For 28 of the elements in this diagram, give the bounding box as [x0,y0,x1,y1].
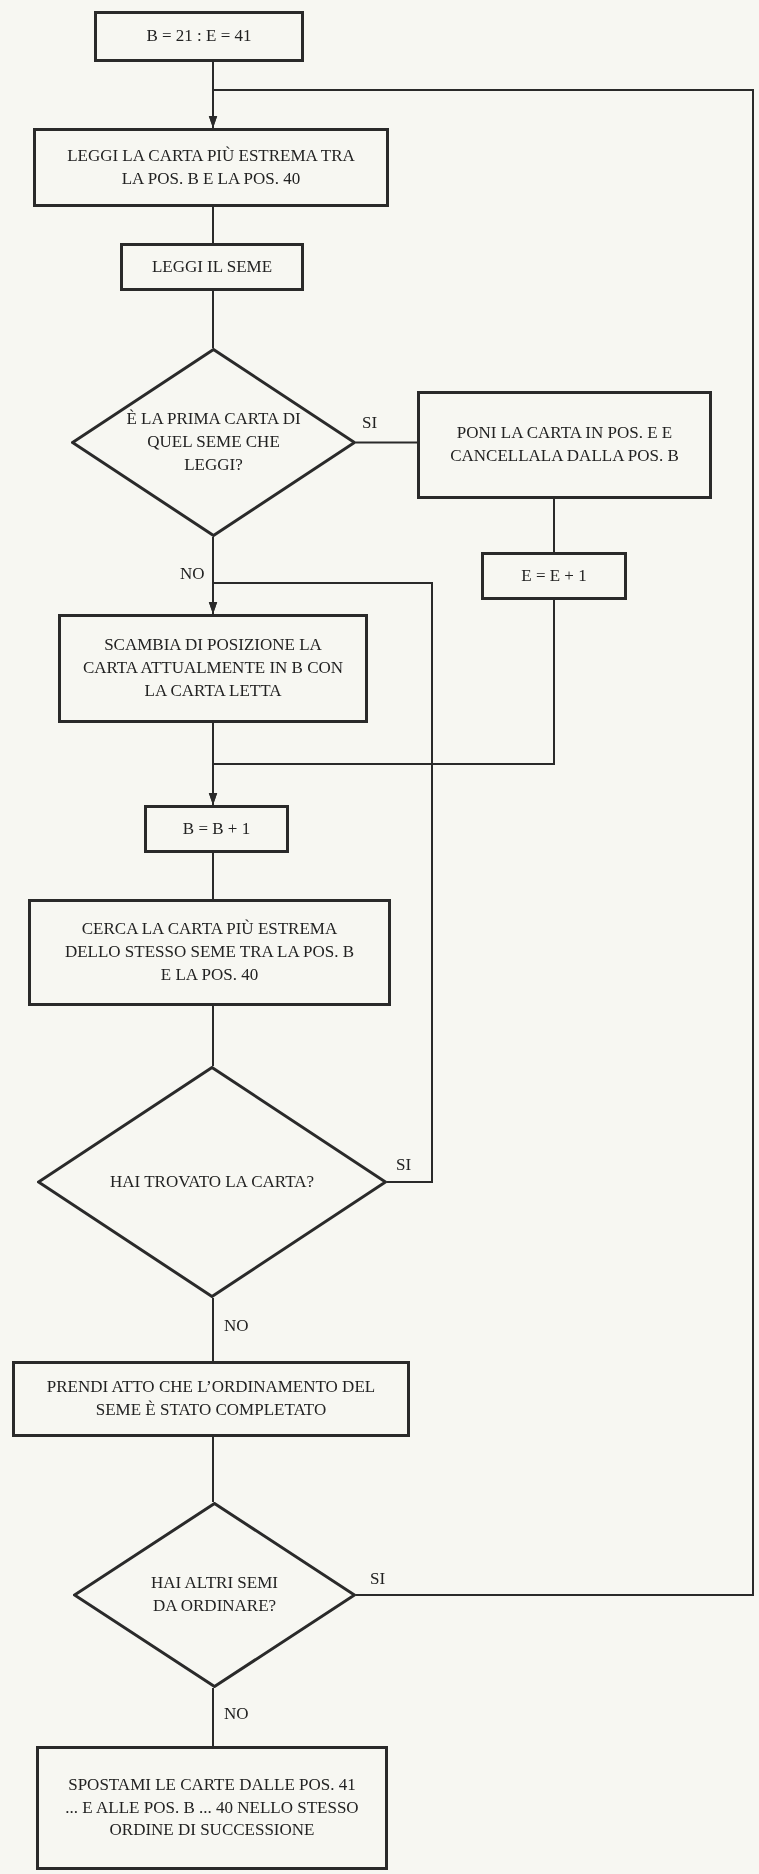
step-text: PONI LA CARTA IN POS. E E CANCELLALA DALLA POS. B [449,422,680,467]
step-text: LEGGI LA CARTA PIÙ ESTREMA TRA LA POS. B E LA POS. 40 [66,144,356,190]
step-text: CERCA LA CARTA PIÙ ESTREMA DELLO STESSO SEME TRA LA POS. B E LA POS. 40 [63,918,356,986]
flow-arrow [208,89,754,1596]
step-text: HAI ALTRI SEMI DA ORDINARE? [150,1572,279,1617]
process-box [58,614,368,723]
step-text: SPOSTAMI LE CARTE DALLE POS. 41 ... E ALLE POS. B ... 40 NELLO STESSO ORDINE DI SUCCESSIONE [64,1773,360,1842]
step-text: PRENDI ATTO CHE L’ORDINAMENTO DEL SEME È STATO COMPLETATO [45,1376,377,1421]
flow-arrow [208,582,433,1183]
step-text: E = E + 1 [521,564,587,587]
decision-diamond [37,1066,387,1298]
step-text: SCAMBIA DI POSIZIONE LA CARTA ATTUALMENTE IN B CON LA CARTA LETTA [81,634,345,702]
process-box [33,128,389,207]
step-text: B = 21 : E = 41 [146,25,252,48]
process-box [94,11,304,62]
decision-diamond [71,348,356,537]
process-box [120,243,304,291]
step-text: È LA PRIMA CARTA DI QUEL SEME CHE LEGGI? [126,408,301,476]
process-box [417,391,712,499]
process-box [28,899,391,1006]
step-text: HAI TROVATO LA CARTA? [110,1170,314,1193]
step-text: B = B + 1 [182,817,251,840]
process-box [144,805,289,853]
decision-diamond [73,1502,356,1688]
process-box [36,1746,388,1870]
step-text: LEGGI IL SEME [151,255,273,278]
process-box [481,552,627,600]
process-box [12,1361,410,1437]
